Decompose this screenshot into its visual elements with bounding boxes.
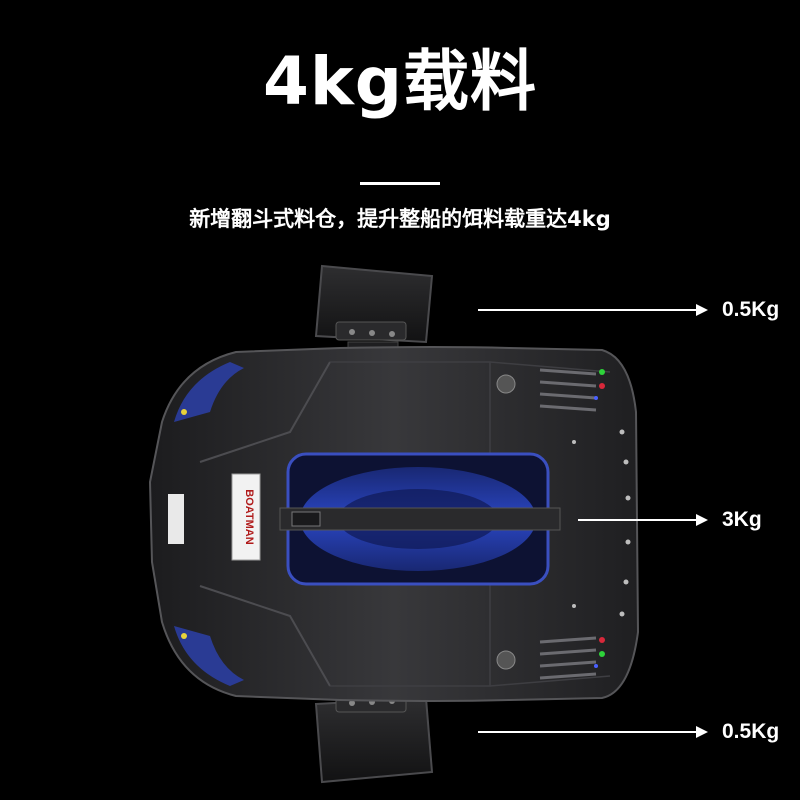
page-subtitle: 新增翻斗式料仓，提升整船的饵料载重达4kg [189, 207, 611, 231]
arrow-right-icon [478, 726, 708, 738]
svg-text:BOATMAN: BOATMAN [243, 489, 255, 544]
callout-label-main: 3Kg [722, 508, 762, 531]
bow-accent-bottom [174, 626, 244, 686]
stern-assembly-top [496, 368, 605, 412]
main-bait-hopper [279, 452, 561, 586]
callout-label-bottom: 0.5Kg [722, 720, 780, 743]
callout-bottom-hopper: 0.5Kg [478, 720, 779, 744]
arrow-right-icon [478, 304, 708, 316]
stern-rivets [572, 429, 631, 617]
stern-assembly-bottom [496, 636, 605, 680]
page-title: 4kg载料 [262, 43, 538, 120]
bow-accent-top [174, 362, 244, 422]
brand-logo: BOATMAN [231, 473, 261, 561]
bow-light-panel [168, 494, 184, 544]
callout-top-hopper: 0.5Kg [478, 298, 779, 322]
callout-label-top: 0.5Kg [722, 298, 780, 321]
callout-main-hopper: 3Kg [578, 508, 762, 532]
title-divider [360, 182, 440, 185]
arrow-right-icon [578, 514, 708, 526]
bait-boat-illustration: BOATMAN [148, 264, 640, 784]
